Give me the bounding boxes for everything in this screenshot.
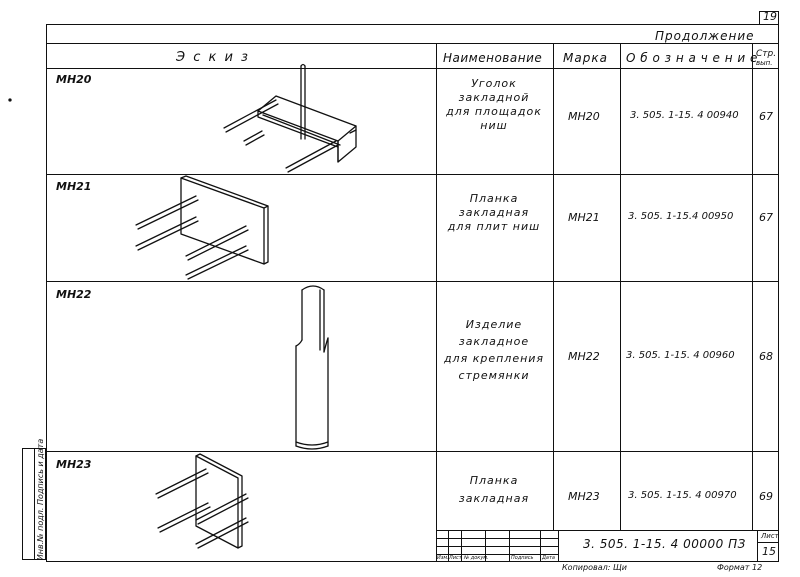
row-3-page: 68 [759,350,773,363]
row-2-mark: МН21 [568,211,600,224]
document-code: 3. 505. 1-15. 4 00000 ПЗ [583,537,746,551]
sheet-number: 15 [762,545,776,558]
title-col-list: Лист [449,555,462,561]
row-1-designation: 3. 505. 1-15. 4 00940 [630,110,739,121]
drawing-frame [46,24,779,562]
row-2-designation: 3. 505. 1-15.4 00950 [628,211,734,222]
sheet-label: Лист [761,532,779,540]
page-number-box [759,11,779,25]
row-1-mark: МН20 [568,110,600,123]
header-name: Наименование [443,51,543,65]
sketch-mh23 [155,453,249,549]
row-4-mark: МН23 [568,490,600,503]
title-col-doc: № докум. [464,555,489,561]
row-4-page: 69 [759,490,773,503]
row-3-designation: 3. 505. 1-15. 4 00960 [626,350,735,361]
header-mark: Марка [563,51,608,65]
sketch-mh20 [223,63,357,173]
header-page: Стр. [756,49,777,59]
row-2-page: 67 [759,211,773,224]
title-col-sign: Подпись [511,555,534,561]
format-label: Формат 12 [717,563,763,572]
title-col-date: Дата [542,555,555,561]
row-1-id: МН20 [56,73,92,86]
copied-label: Копировал: Щи [562,563,627,572]
row-4-id: МН23 [56,458,92,471]
header-sketch: Э с к и з [176,50,250,65]
page-number: 19 [763,10,777,23]
row-4-designation: 3. 505. 1-15. 4 00970 [628,490,737,501]
sketch-mh21 [135,175,269,280]
continuation-label: Продолжение [655,29,755,43]
header-page-2: вып. [756,59,773,67]
sketch-mh22 [295,285,329,450]
header-designation: О б о з н а ч е н и е [626,51,758,65]
row-3-mark: МН22 [568,350,600,363]
row-3-id: МН22 [56,288,92,301]
row-1-page: 67 [759,110,773,123]
row-2-id: МН21 [56,180,92,193]
title-col-izm: Изм. [437,555,449,561]
